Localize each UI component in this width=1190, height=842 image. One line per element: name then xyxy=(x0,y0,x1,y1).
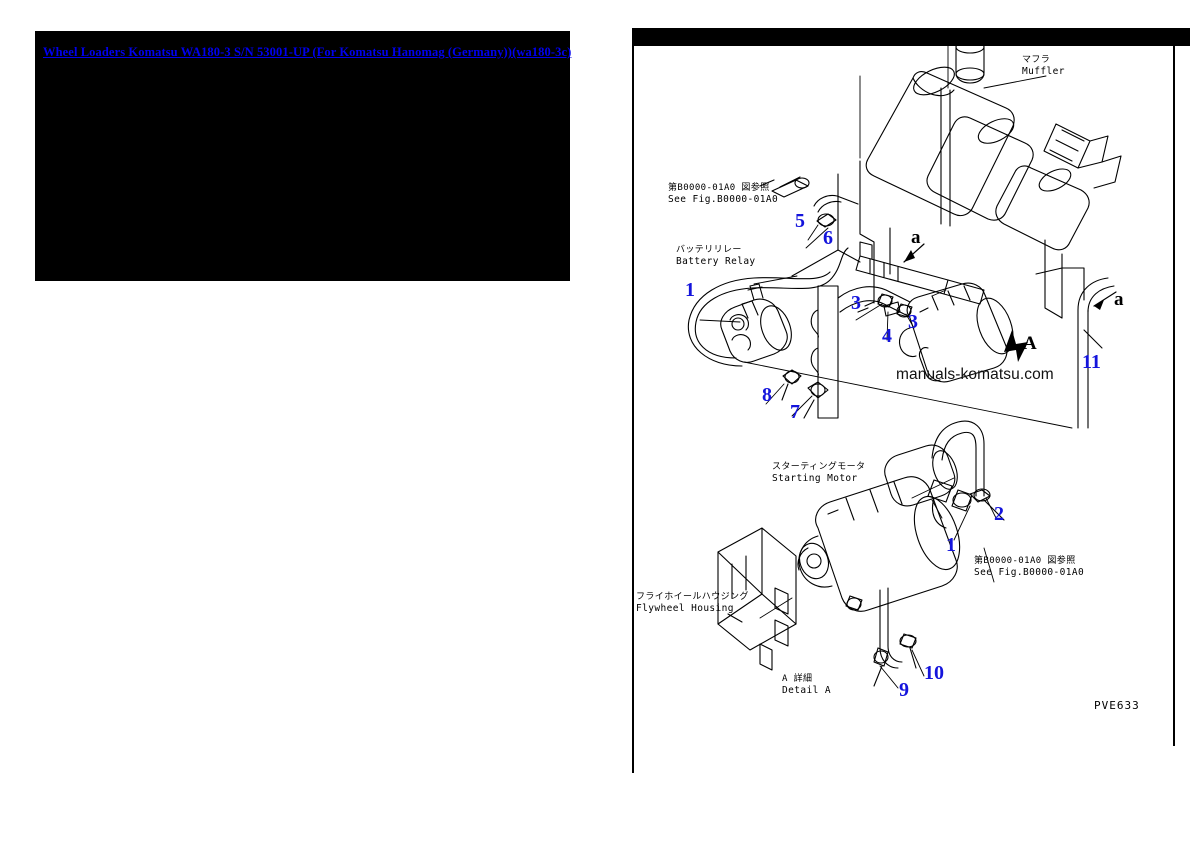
callout-8: 8 xyxy=(762,384,772,406)
document-title-link[interactable]: Wheel Loaders Komatsu WA180-3 S/N 53001-… xyxy=(43,45,572,59)
diagram-right-border xyxy=(1173,46,1175,746)
label-see-fig-bottom: 第B0000-01A0 図参照 See Fig.B0000-01A0 xyxy=(974,556,1085,578)
callout-3-right: 3 xyxy=(908,311,918,333)
drawing-number-text: PVE633 xyxy=(1094,699,1140,712)
section-mark-a-right: a xyxy=(1114,289,1124,310)
callout-9: 9 xyxy=(899,679,909,701)
callout-3-left: 3 xyxy=(851,292,861,314)
section-mark-A: A xyxy=(1023,333,1037,354)
label-flywheel-housing: フライホイールハウジング Flywheel Housing xyxy=(636,592,749,614)
label-battery-relay: バッテリリレー Battery Relay xyxy=(676,245,756,267)
callout-2: 2 xyxy=(994,503,1004,525)
section-mark-a-top: a xyxy=(911,227,921,248)
callout-10: 10 xyxy=(924,662,944,684)
document-preview-panel: Wheel Loaders Komatsu WA180-3 S/N 53001-… xyxy=(35,31,572,281)
diagram-left-border xyxy=(632,46,634,773)
callout-4: 4 xyxy=(882,325,892,347)
diagram-header-bar xyxy=(632,28,1190,46)
callout-1-relay: 1 xyxy=(685,279,695,301)
callout-1-starter: 1 xyxy=(946,534,956,556)
callout-11: 11 xyxy=(1082,351,1101,373)
watermark-text: manuals-komatsu.com xyxy=(896,366,1054,383)
callout-5: 5 xyxy=(795,210,805,232)
callout-6: 6 xyxy=(823,227,833,249)
parts-diagram-panel: マフラ Muffler 第B0000-01A0 図参照 See Fig.B000… xyxy=(632,28,1190,773)
label-muffler: マフラ Muffler xyxy=(1022,55,1065,77)
engine-electrical-line-art xyxy=(687,40,1122,689)
callout-7: 7 xyxy=(790,401,800,423)
label-detail-a: A 詳細 Detail A xyxy=(782,674,831,696)
label-see-fig-top: 第B0000-01A0 図参照 See Fig.B0000-01A0 xyxy=(668,183,779,205)
label-starting-motor: スターティングモータ Starting Motor xyxy=(772,462,866,484)
